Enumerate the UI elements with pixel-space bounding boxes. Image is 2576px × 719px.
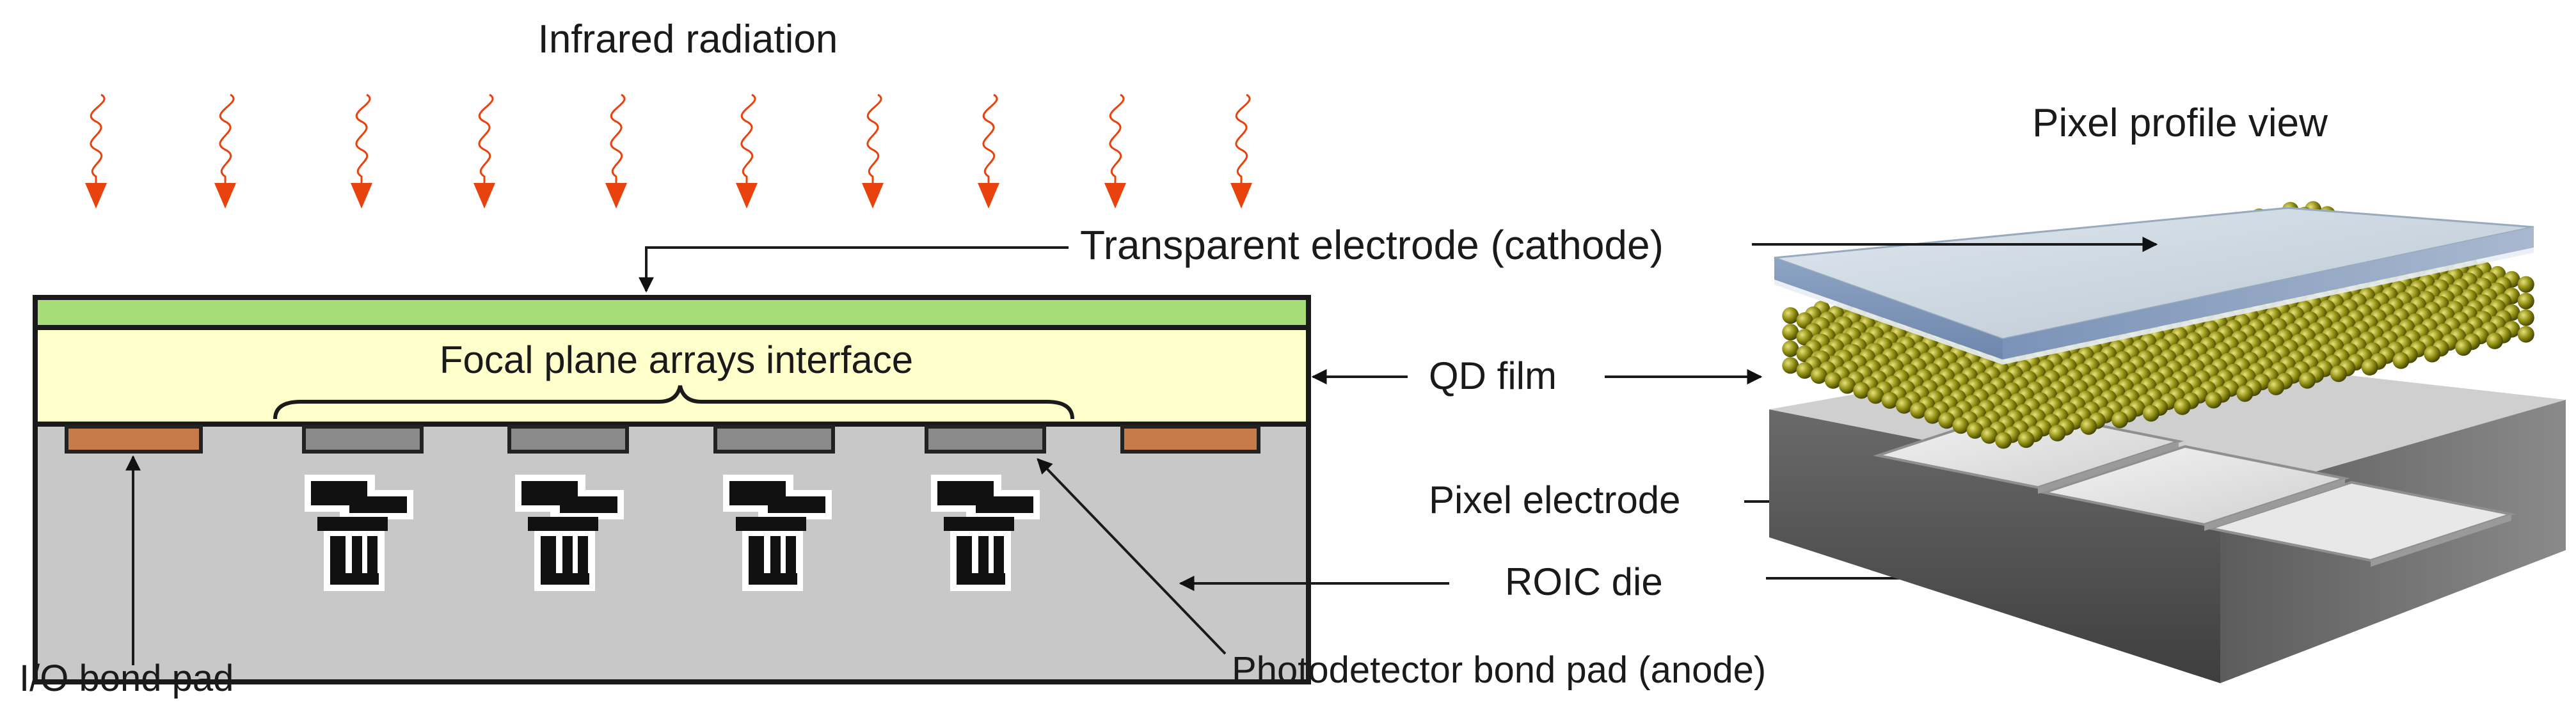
infrared-arrow [862, 93, 884, 209]
readout-circuit [931, 475, 1040, 591]
transparent-cathode-layer [33, 295, 1311, 330]
photodetector-pad-label: Photodetector bond pad (anode) [1232, 649, 1766, 691]
io-bond-pad-left [65, 425, 203, 454]
fpa-interface-label: Focal plane arrays interface [440, 338, 913, 381]
io-bond-pad-right [1120, 425, 1260, 454]
photodetector-pad [713, 425, 835, 454]
pixel-electrode-tiles [1873, 407, 2516, 567]
transparent-electrode-side [2003, 227, 2534, 360]
infrared-arrow [736, 93, 758, 209]
io-bond-pad-label: I/O bond pad [19, 658, 234, 699]
readout-circuit [515, 475, 624, 591]
cathode-leader [639, 246, 1069, 293]
infrared-arrow [1230, 93, 1252, 209]
infrared-arrows [85, 93, 1252, 209]
infrared-arrow [978, 93, 999, 209]
pixel-profile-label: Pixel profile view [2032, 101, 2328, 145]
readout-circuits [305, 475, 1040, 591]
infrared-arrow [1104, 93, 1126, 209]
glass-side-highlight [2003, 248, 2534, 365]
qd-film-label: QD film [1429, 354, 1557, 397]
infrared-arrow [605, 93, 627, 209]
photodetector-pads [302, 425, 1046, 454]
infrared-arrow [473, 93, 495, 209]
transparent-electrode-label: Transparent electrode (cathode) [1080, 222, 1664, 268]
qd-film-layer [33, 325, 1311, 427]
glass-underside-highlight [1774, 280, 2003, 365]
readout-circuit [305, 475, 413, 591]
transparent-electrode-front [1774, 258, 2003, 360]
readout-circuit [723, 475, 832, 591]
photodetector-pad [925, 425, 1046, 454]
infrared-arrow [214, 93, 236, 209]
photodetector-pad [507, 425, 629, 454]
infrared-arrow [85, 93, 107, 209]
infrared-arrow [351, 93, 372, 209]
roic-die-cross-section [33, 422, 1311, 684]
pixel-electrode-label: Pixel electrode [1429, 478, 1681, 521]
roic-die-label: ROIC die [1505, 560, 1663, 603]
photodetector-pad [302, 425, 424, 454]
photodetector-leader [1037, 458, 1227, 655]
fpa-bracket [273, 385, 1074, 420]
infrared-label: Infrared radiation [538, 17, 838, 61]
